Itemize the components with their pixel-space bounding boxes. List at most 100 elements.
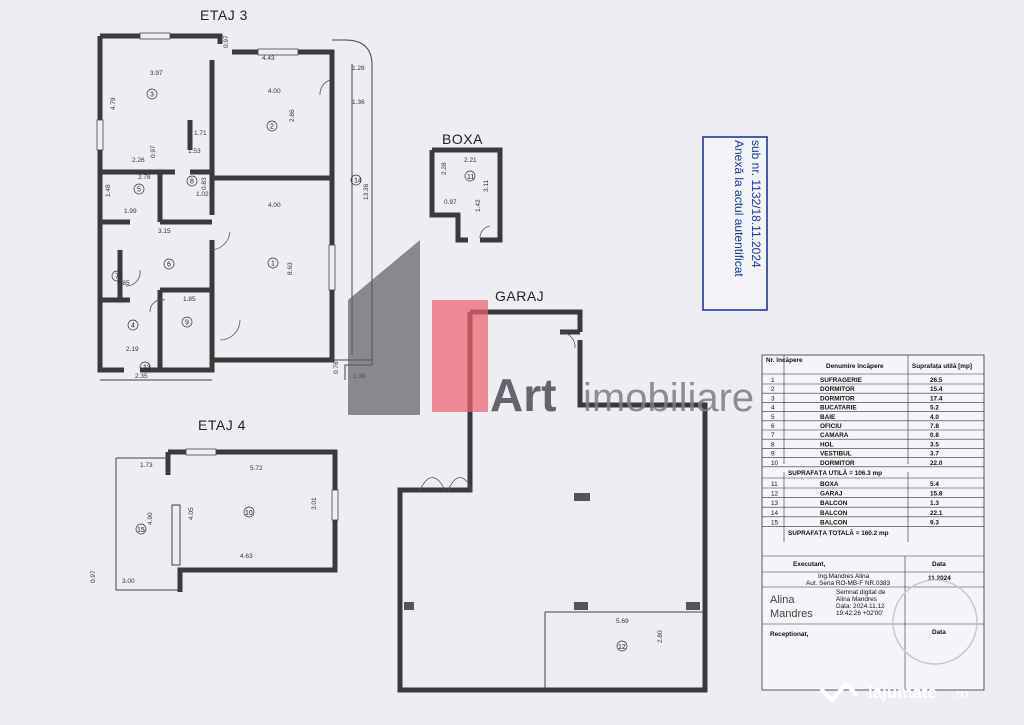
table-row-nr: 13 bbox=[771, 500, 779, 507]
table-row-nr: 1 bbox=[771, 377, 775, 384]
etaj3-dimension: 2.19 bbox=[126, 346, 139, 353]
stamp-line1: Anexă la actul autentificat bbox=[732, 140, 746, 277]
table-executant-label: Executant, bbox=[793, 561, 826, 568]
etaj4-title: ETAJ 4 bbox=[198, 417, 246, 433]
etaj3-dimension: 2.78 bbox=[138, 174, 151, 181]
room-marker bbox=[111, 270, 123, 282]
garaj-plan: GARAJ 5.69 2.80 12 bbox=[397, 288, 708, 693]
boxa-room-number: 11 bbox=[467, 174, 474, 181]
etaj3-dimension: 13.36 bbox=[363, 183, 370, 200]
engineer-name: Ing.Mandres Alina bbox=[818, 573, 870, 580]
etaj3-room-number: 9 bbox=[185, 320, 189, 327]
table-row-area: 0.8 bbox=[930, 432, 939, 439]
table-row-nr: 11 bbox=[771, 481, 778, 488]
room-marker bbox=[139, 361, 151, 373]
table-row-area: 5.2 bbox=[930, 405, 939, 412]
etaj3-dimension: 0.97 bbox=[223, 35, 230, 48]
boxa-dimension: 3.11 bbox=[483, 179, 490, 192]
etaj3-room-number: 4 bbox=[131, 323, 135, 330]
lajumate-text: lajumate bbox=[868, 683, 937, 702]
table-row-name: GARAJ bbox=[820, 491, 843, 498]
etaj3-dimension: 1.36 bbox=[352, 99, 365, 106]
garaj-dimension: 5.69 bbox=[616, 618, 629, 625]
table-receptionat-label: Receptionat, bbox=[770, 631, 809, 638]
table-row-area: 3.5 bbox=[930, 441, 939, 448]
etaj3-dimension: 1.02 bbox=[196, 191, 209, 198]
room-marker bbox=[243, 506, 255, 518]
boxa-dimension: 2.21 bbox=[464, 157, 477, 164]
etaj4-dimension: 4.05 bbox=[188, 507, 195, 520]
table-row-area: 7.8 bbox=[930, 423, 939, 430]
table-row-nr: 5 bbox=[771, 414, 775, 421]
engineer-seal bbox=[892, 579, 978, 665]
room-marker bbox=[186, 175, 198, 187]
etaj3-dimension: 3.97 bbox=[150, 70, 163, 77]
table-row-area: 15.4 bbox=[930, 386, 943, 393]
room-marker bbox=[266, 120, 278, 132]
etaj4-room-number: 10 bbox=[245, 510, 253, 517]
table-row-name: DORMITOR bbox=[820, 460, 855, 467]
garaj-dimension: 2.80 bbox=[657, 630, 664, 643]
table-total: SUPRAFAȚA TOTALĂ = 160.2 mp bbox=[788, 528, 889, 537]
etaj3-dimension: 2.35 bbox=[135, 373, 148, 380]
table-header-nr: Nr. încăpere bbox=[766, 357, 803, 364]
stamp-line2: sub nr. 1132/18.11.2024 bbox=[749, 140, 763, 268]
room-marker bbox=[163, 258, 175, 270]
etaj3-dimension: 0.97 bbox=[150, 145, 157, 158]
digital-signature-line: Semnat digital de bbox=[836, 589, 886, 596]
table-row-name: DORMITOR bbox=[820, 386, 855, 393]
lajumate-watermark: lajumate .ro bbox=[820, 682, 969, 702]
room-marker bbox=[464, 170, 476, 182]
table-row-nr: 9 bbox=[771, 451, 775, 458]
etaj4-dimension: 1.73 bbox=[140, 462, 153, 469]
table-row-area: 15.8 bbox=[930, 491, 943, 498]
room-marker bbox=[267, 257, 279, 269]
table-row-name: BAIE bbox=[820, 414, 836, 421]
etaj3-dimension: 4.00 bbox=[268, 202, 281, 209]
etaj3-dimension: 1.28 bbox=[352, 65, 365, 72]
etaj4-dimension: 4.63 bbox=[240, 553, 253, 560]
boxa-dimension: 1.42 bbox=[475, 199, 482, 212]
table-row-name: BALCON bbox=[820, 500, 848, 507]
etaj3-dimension: 3.15 bbox=[158, 228, 171, 235]
etaj3-title: ETAJ 3 bbox=[200, 7, 248, 23]
room-marker bbox=[146, 88, 158, 100]
art-imobiliare-logo: Art imobiliare bbox=[348, 240, 754, 421]
table-row-nr: 4 bbox=[771, 405, 775, 412]
digital-signature-line: Data: 2024.11.12 bbox=[836, 603, 885, 610]
garaj-title: GARAJ bbox=[495, 288, 544, 304]
etaj3-room-number: 5 bbox=[137, 187, 141, 194]
room-marker bbox=[133, 183, 145, 195]
table-row-nr: 3 bbox=[771, 395, 775, 402]
etaj3-dimension: 1.71 bbox=[194, 130, 207, 137]
etaj4-dimension: 3.01 bbox=[311, 497, 318, 510]
table-row-name: BALCON bbox=[820, 510, 848, 517]
etaj4-room-number: 15 bbox=[137, 527, 145, 534]
table-row-area: 22.0 bbox=[930, 460, 943, 467]
table-subtotal: SUPRAFAȚA UTILĂ = 106.3 mp bbox=[788, 468, 882, 477]
table-row-nr: 15 bbox=[771, 519, 779, 526]
table-row-name: VESTIBUL bbox=[820, 451, 852, 458]
table-row-name: OFICIU bbox=[820, 423, 842, 430]
garaj-room-number: 12 bbox=[618, 644, 626, 651]
table-row-area: 4.0 bbox=[930, 414, 939, 421]
authentication-stamp: Anexă la actul autentificat sub nr. 1132… bbox=[702, 136, 768, 311]
etaj3-dimension: 8.63 bbox=[287, 262, 294, 275]
lajumate-heart-icon bbox=[820, 682, 858, 702]
boxa-title: BOXA bbox=[442, 131, 483, 147]
table-row-name: BOXA bbox=[820, 481, 839, 488]
etaj3-dimension: 2.86 bbox=[289, 109, 296, 122]
etaj3-dimension: 4.79 bbox=[110, 97, 117, 110]
etaj3-dimension: 1.99 bbox=[124, 208, 137, 215]
table-row-name: HOL bbox=[820, 441, 834, 448]
table-row-area: 26.5 bbox=[930, 377, 943, 384]
table-row-area: 5.4 bbox=[930, 481, 939, 488]
etaj3-room-number: 8 bbox=[190, 179, 194, 186]
table-header-area: Suprafața utilă [mp] bbox=[912, 363, 972, 370]
table-date-label-2: Data bbox=[932, 629, 946, 636]
digital-signature-line: Alina Mandres bbox=[836, 596, 877, 603]
